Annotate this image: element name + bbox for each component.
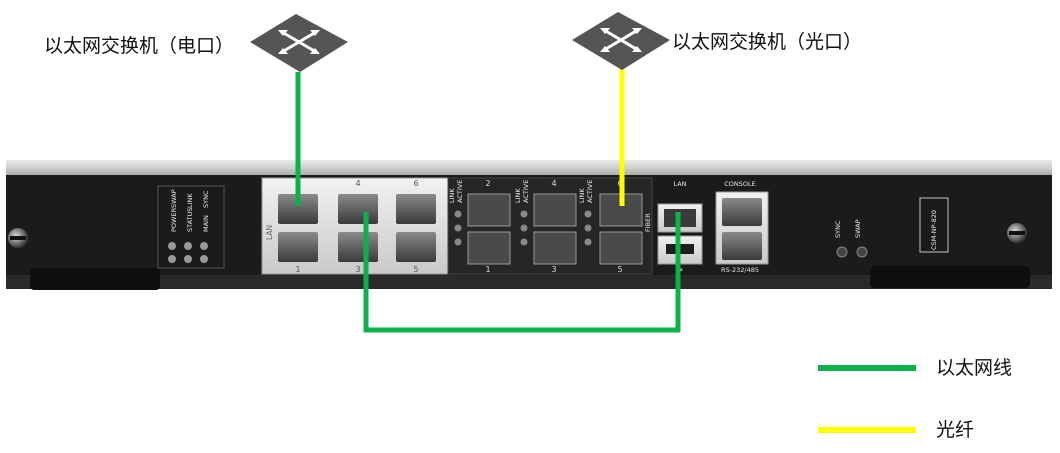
rj45-num-bottom-1: 1 <box>295 265 300 274</box>
sfp-num-bottom-2: 3 <box>551 265 556 274</box>
sync-label: SYNC <box>834 220 842 238</box>
rs-label: RS-232/485 <box>721 266 759 274</box>
console-port-1[interactable] <box>722 198 762 226</box>
sfp-port-3[interactable] <box>533 231 577 265</box>
sfp-status-active-3: ACTIVE <box>586 180 594 203</box>
console-port-2[interactable] <box>722 232 762 260</box>
switch-label-electric: 以太网交换机（电口） <box>44 35 234 57</box>
rj45-port-3[interactable] <box>338 232 378 262</box>
console-block: CONSOLE RS-232/485 <box>715 180 769 274</box>
sfp-status-active-2: ACTIVE <box>522 180 530 203</box>
console-label: CONSOLE <box>724 180 756 188</box>
switch-icon-optical <box>572 12 670 70</box>
sfp-num-top-2: 4 <box>551 179 556 188</box>
fiber-tag: FIBER <box>644 213 652 232</box>
legend-label-fiber: 光纤 <box>936 419 974 441</box>
legend: 以太网线 光纤 <box>818 357 1012 441</box>
sfp-status-link-2: LINK <box>514 188 522 203</box>
rj45-port-5[interactable] <box>396 232 436 262</box>
sfp-leds-2 <box>520 210 528 246</box>
led-label-link: LINK <box>186 193 194 208</box>
switch-label-optical: 以太网交换机（光口） <box>672 31 862 53</box>
right-screw-icon <box>1007 223 1027 243</box>
status-led-block: POWER SWAP STATUS LINK SYNC MAIN <box>157 185 225 269</box>
sfp-num-bottom-1: 1 <box>485 265 490 274</box>
rj45-num-top-2: 4 <box>355 179 360 188</box>
led-label-swap: SWAP <box>170 189 178 208</box>
swap-button[interactable] <box>856 246 868 258</box>
switch-icon-electric <box>250 14 348 72</box>
ethernet-cable-loop <box>363 212 681 333</box>
sfp-port-1[interactable] <box>467 231 511 265</box>
rj45-port-4[interactable] <box>338 194 378 224</box>
legend-label-ethernet: 以太网线 <box>936 357 1012 379</box>
sync-swap-block: SYNC SWAP <box>834 219 868 258</box>
led-label-status: STATUS <box>186 208 194 232</box>
sfp-status-link-1: LINK <box>448 188 456 203</box>
led-label-power: POWER <box>170 207 178 232</box>
rj45-num-bottom-2: 3 <box>355 265 360 274</box>
sfp-port-block: LINK ACTIVE LINK ACTIVE LINK ACTIVE 2 4 … <box>447 177 653 275</box>
rj45-num-top-3: 6 <box>413 179 418 188</box>
left-screw-icon <box>8 228 28 248</box>
card-bottom-rail <box>6 275 1052 289</box>
led-label-sync: SYNC <box>202 190 210 208</box>
sfp-leds-3 <box>584 210 592 246</box>
rj45-num-bottom-3: 5 <box>413 265 418 274</box>
right-latch <box>870 266 1030 288</box>
rj45-port-6[interactable] <box>396 194 436 224</box>
led-indicators <box>168 242 208 263</box>
sync-button[interactable] <box>836 246 848 258</box>
sfp-port-2[interactable] <box>467 193 511 227</box>
mgmt-lan-label: LAN <box>673 180 686 188</box>
rj45-port-block: LAN 2 4 6 1 3 5 <box>261 177 449 275</box>
rj45-port-1[interactable] <box>278 232 318 262</box>
model-badge: CSM-NP-820 <box>919 197 949 253</box>
sfp-num-bottom-3: 5 <box>617 265 622 274</box>
rj45-port-2[interactable] <box>278 194 318 224</box>
sfp-leds-1 <box>454 210 462 246</box>
sfp-port-4[interactable] <box>533 193 577 227</box>
left-latch <box>30 268 160 290</box>
card-top-rail <box>6 160 1052 176</box>
model-label: CSM-NP-820 <box>930 210 938 250</box>
sfp-num-top-1: 2 <box>485 179 490 188</box>
led-label-main: MAIN <box>202 215 210 232</box>
sfp-port-5[interactable] <box>599 231 643 265</box>
rj45-lan-label: LAN <box>265 225 274 240</box>
swap-label: SWAP <box>854 219 862 238</box>
sfp-status-active-1: ACTIVE <box>456 180 464 203</box>
sfp-status-link-3: LINK <box>578 188 586 203</box>
